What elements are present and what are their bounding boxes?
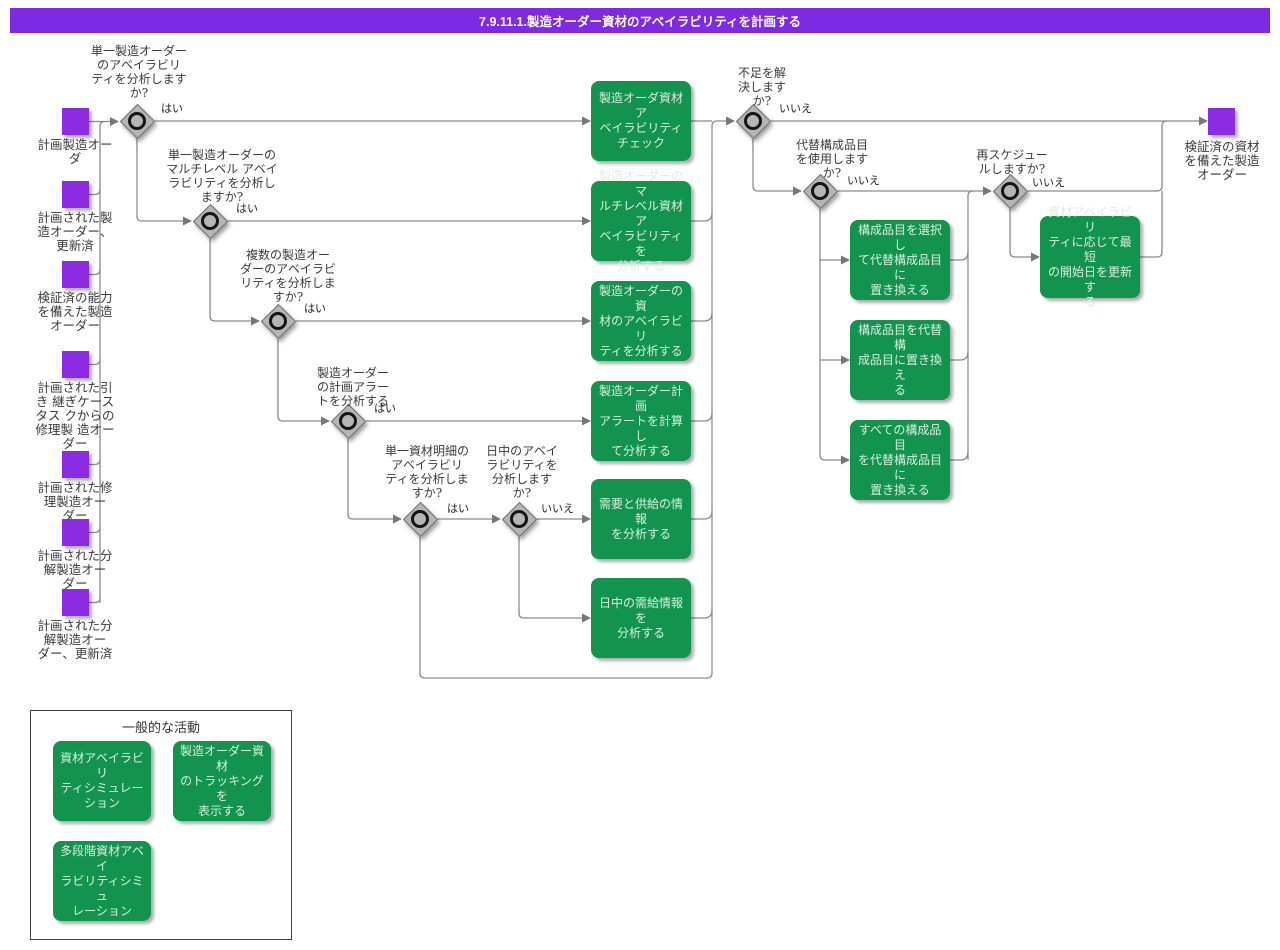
gateway-8-branch-label: いいえ: [847, 174, 880, 187]
gateway-4-question: 製造オーダー の計画アラー トを分析する: [316, 366, 389, 408]
start-event-5[interactable]: [62, 451, 89, 478]
gateway-5[interactable]: [402, 501, 438, 537]
gateway-6-branch-label: いいえ: [541, 502, 574, 515]
start-event-6[interactable]: [62, 519, 89, 546]
gateway-3-branch-label: はい: [304, 302, 326, 315]
gateway-7-branch-label: いいえ: [779, 102, 812, 115]
gateway-3[interactable]: [260, 303, 296, 339]
gateway-1-branch-label: はい: [161, 102, 183, 115]
or-gateway-circle-icon: [744, 112, 762, 130]
or-gateway-circle-icon: [811, 182, 829, 200]
start-event-1[interactable]: [62, 108, 89, 135]
task-replace-substitute[interactable]: 構成品目を代替構 成品目に置き換え る: [850, 320, 950, 400]
gateway-7-question: 不足を解 決します か?: [737, 66, 786, 108]
gateway-8[interactable]: [802, 173, 838, 209]
start-event-4-label: 計画された引 き 継ぎケース タス クからの 修理製 造オー ダー: [35, 380, 115, 451]
legend-task-show-tracking[interactable]: 製造オーダー資材 のトラッキングを 表示する: [173, 741, 271, 821]
gateway-5-branch-label: はい: [447, 502, 469, 515]
gateway-2[interactable]: [192, 203, 228, 239]
gateway-4[interactable]: [330, 403, 366, 439]
gateway-9-question: 再スケジュー ルしますか?: [976, 148, 1048, 176]
legend-box: 一般的な活動 資材アベイラビリ ティシミュレー ション 製造オーダー資材 のトラ…: [30, 710, 292, 940]
gateway-6[interactable]: [501, 501, 537, 537]
start-event-2-label: 計画された製 造オーダー、 更新済: [37, 210, 113, 253]
or-gateway-circle-icon: [339, 412, 357, 430]
start-event-7[interactable]: [62, 589, 89, 616]
gateway-2-question: 単一製造オーダーの マルチレベル アベイ ラビリティを分析し ますか?: [166, 148, 278, 204]
or-gateway-circle-icon: [201, 212, 219, 230]
task-multilevel-availability[interactable]: 製造オーダーのマ ルチレベル資材ア ベイラビリティを 分析する: [591, 169, 691, 273]
page-title: 7.9.11.1.製造オーダー資材のアベイラビリティを計画する: [479, 15, 801, 29]
gateway-4-branch-label: はい: [374, 402, 396, 415]
sequence-flow-lines: [89, 120, 1199, 679]
gateway-9-branch-label: いいえ: [1032, 176, 1065, 189]
gateway-5-question: 単一資材明細の アベイラビリ ティを分析しま すか?: [384, 444, 469, 500]
start-event-2[interactable]: [62, 181, 89, 208]
gateway-3-question: 複数の製造オー ダーのアベイラビ リティを分析しま すか?: [240, 248, 336, 304]
or-gateway-circle-icon: [1001, 182, 1019, 200]
end-event[interactable]: [1208, 108, 1235, 135]
task-update-start-date[interactable]: 資材アベイラビリ ティに応じて最短 の開始日を更新す る: [1040, 205, 1140, 309]
start-event-7-label: 計画された分 解製造オー ダー、更新済: [37, 618, 113, 661]
start-event-4[interactable]: [62, 351, 89, 378]
task-calc-planning-alerts[interactable]: 製造オーダー計画 アラートを計算し て分析する: [591, 381, 691, 461]
task-select-substitute[interactable]: 構成品目を選択し て代替構成品目に 置き換える: [850, 220, 950, 300]
or-gateway-circle-icon: [411, 510, 429, 528]
legend-task-availability-simulation[interactable]: 資材アベイラビリ ティシミュレー ション: [53, 741, 151, 821]
legend-task-multistage-simulation[interactable]: 多段階資材アベイ ラビリティシミュ レーション: [53, 841, 151, 921]
gateway-1-question: 単一製造オーダー のアベイラビリ ティを分析します か?: [90, 44, 187, 100]
task-analyze-supply-demand[interactable]: 需要と供給の情報 を分析する: [591, 479, 691, 559]
start-event-1-label: 計画製造オー ダ: [37, 137, 113, 166]
gateway-6-question: 日中のアベイ ラビリティを 分析します か?: [486, 444, 558, 500]
start-event-6-label: 計画された分 解製造オー ダー: [37, 548, 113, 591]
gateway-1[interactable]: [119, 103, 155, 139]
title-bar: 7.9.11.1.製造オーダー資材のアベイラビリティを計画する: [10, 8, 1270, 33]
arrowheads: [110, 116, 1208, 623]
legend-title: 一般的な活動: [121, 721, 200, 736]
task-availability-check[interactable]: 製造オーダ資材ア ベイラビリティ チェック: [591, 81, 691, 161]
gateway-9[interactable]: [992, 173, 1028, 209]
start-event-3-label: 検証済の能力 を備えた製造 オーダー: [37, 290, 113, 333]
or-gateway-circle-icon: [510, 510, 528, 528]
task-analyze-intraday[interactable]: 日中の需給情報を 分析する: [591, 578, 691, 658]
gateway-8-question: 代替構成品目 を使用します か?: [795, 138, 868, 180]
task-analyze-material-availability[interactable]: 製造オーダーの資 材のアベイラビリ ティを分析する: [591, 281, 691, 361]
end-event-label: 検証済の資材 を備えた製造 オーダー: [1184, 139, 1260, 182]
or-gateway-circle-icon: [269, 312, 287, 330]
or-gateway-circle-icon: [128, 112, 146, 130]
start-event-3[interactable]: [62, 261, 89, 288]
task-replace-all-substitute[interactable]: すべての構成品目 を代替構成品目に 置き換える: [850, 420, 950, 500]
gateway-2-branch-label: はい: [236, 202, 258, 215]
gateway-7[interactable]: [735, 103, 771, 139]
start-event-5-label: 計画された修 理製造オー ダー: [37, 480, 113, 523]
